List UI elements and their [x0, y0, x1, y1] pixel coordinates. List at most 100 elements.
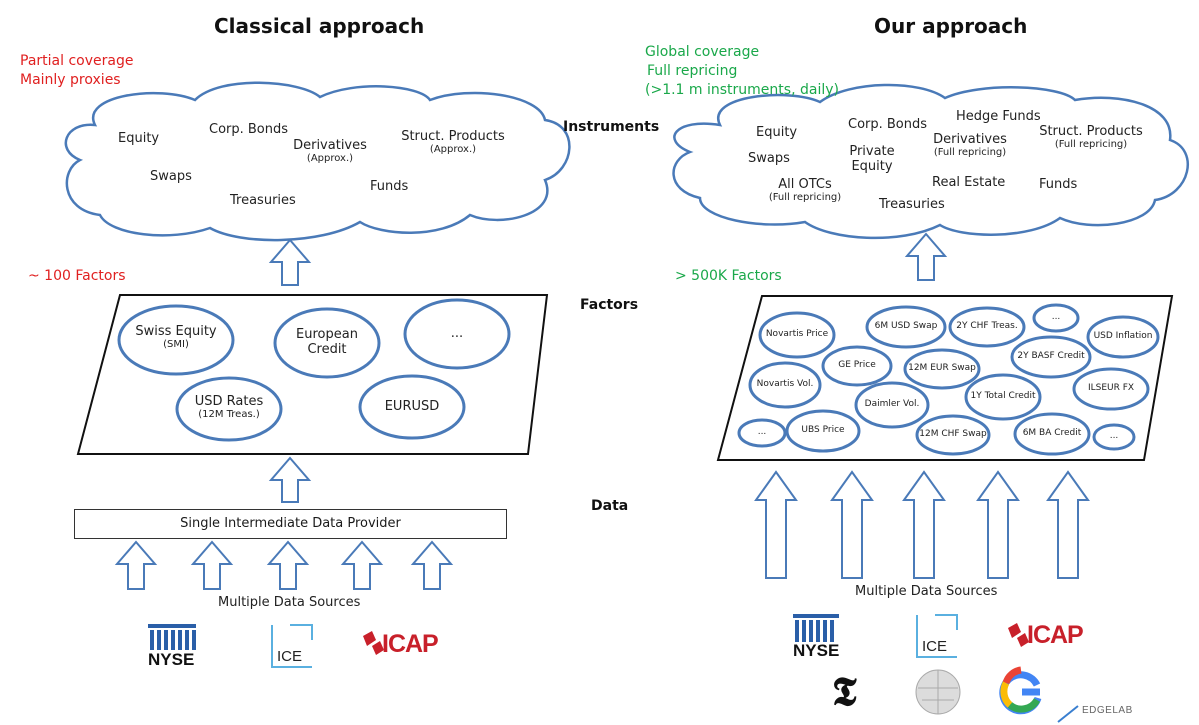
factor-dots-2: ... — [757, 427, 767, 437]
instrument-sublabel: (Approx.) — [429, 144, 477, 155]
factor-sublabel: (12M Treas.) — [198, 409, 260, 420]
icap-logo-left: ICAP — [382, 630, 439, 658]
factor-label-line: European — [296, 327, 358, 342]
instrument-sublabel: (Full repricing) — [1054, 139, 1128, 150]
factor-ellipse-dots-1 — [1032, 303, 1080, 333]
ice-logo-left-graphic — [271, 624, 313, 668]
factor-european-credit: European Credit — [275, 327, 379, 357]
ice-logo-left: ICE — [277, 648, 303, 665]
factor-ellipse-daimler-vol — [854, 381, 930, 429]
factor-2y-chf-treas: 2Y CHF Treas. — [956, 321, 1018, 331]
instrument-hedge-funds: Hedge Funds — [956, 109, 1041, 124]
instrument-label: All OTCs — [778, 177, 832, 192]
left-factors-count: ~ 100 Factors — [28, 268, 126, 284]
right-instruments-cloud — [672, 83, 1189, 240]
factor-ellipse-2y-basf-credit — [1010, 335, 1092, 379]
factor-ellipse-dots-3 — [1092, 423, 1136, 451]
factor-ellipse-swiss-equity — [117, 304, 235, 376]
factor-ellipse-2y-chf-treas — [948, 306, 1026, 348]
instrument-sublabel: (Full repricing) — [933, 147, 1007, 158]
factor-ellipse-novartis-vol — [748, 361, 822, 409]
instrument-corp-bonds: Corp. Bonds — [209, 122, 289, 137]
factor-label: USD Rates — [194, 394, 264, 409]
factor-ge-price: GE Price — [838, 360, 876, 370]
edgelab-logo: EDGELAB — [1082, 705, 1133, 716]
factor-swiss-equity: Swiss Equity (SMI) — [119, 324, 233, 350]
left-sources-label: Multiple Data Sources — [218, 595, 361, 610]
factor-ellipse-eurusd — [358, 374, 466, 440]
factor-daimler-vol: Daimler Vol. — [864, 399, 920, 409]
instrument-label-line: Equity — [851, 159, 893, 174]
edgelab-mark — [1057, 705, 1079, 723]
coverage-line: (>1.1 m instruments, daily) — [645, 82, 839, 98]
left-instruments-cloud — [64, 81, 571, 242]
left-coverage-note: Partial coverage Mainly proxies — [20, 52, 133, 90]
factor-6m-ba-credit: 6M BA Credit — [1022, 428, 1082, 438]
factor-usd-inflation: USD Inflation — [1093, 331, 1153, 341]
factor-ellipse-european-credit — [273, 307, 381, 379]
factor-ellipse-ge-price — [821, 345, 893, 387]
factor-ellipsis: ... — [450, 326, 464, 341]
instrument-sublabel: (Approx.) — [306, 153, 354, 164]
ice-logo-right: ICE — [922, 638, 948, 655]
ice-logo-right-graphic — [916, 614, 958, 658]
instrument-sublabel: (Full repricing) — [768, 192, 842, 203]
arrow-source-1 — [114, 540, 158, 590]
google-g-icon — [999, 666, 1042, 715]
factor-ellipse-6m-ba-credit — [1013, 412, 1091, 456]
factor-ellipse-1y-total-credit — [964, 373, 1042, 421]
factors-label: Factors — [580, 297, 639, 313]
factor-ellipse-dots-2 — [737, 418, 787, 448]
left-factors-plane — [76, 294, 549, 455]
factor-sublabel: (SMI) — [163, 339, 189, 350]
nyt-logo-icon: 𝕿 — [832, 668, 857, 715]
factor-label: Swiss Equity — [135, 324, 217, 339]
factor-ellipse-ilseur-fx — [1072, 367, 1150, 411]
arrow-source-2 — [190, 540, 234, 590]
factor-dots-3: ... — [1109, 431, 1119, 441]
instrument-equity: Equity — [118, 131, 160, 146]
factor-ellipse-usd-rates — [175, 376, 283, 442]
factor-ellipse-usd-inflation — [1086, 315, 1160, 359]
instrument-all-otcs: All OTCs (Full repricing) — [760, 177, 850, 203]
instrument-struct-products: Struct. Products (Approx.) — [393, 129, 513, 155]
factor-novartis-price: Novartis Price — [765, 329, 829, 339]
instrument-derivatives: Derivatives (Full repricing) — [925, 132, 1015, 158]
factor-ilseur-fx: ILSEUR FX — [1087, 383, 1135, 393]
instrument-equity: Equity — [756, 125, 798, 140]
factor-usd-rates: USD Rates (12M Treas.) — [177, 394, 281, 420]
instrument-label: Derivatives — [293, 138, 367, 153]
right-factors-plane — [716, 295, 1174, 461]
coverage-line: Global coverage — [645, 44, 760, 60]
left-title: Classical approach — [214, 14, 425, 38]
factor-12m-chf-swap: 12M CHF Swap — [919, 429, 987, 439]
coverage-line: Full repricing — [647, 63, 738, 79]
instrument-label: Struct. Products — [401, 129, 505, 144]
instrument-private-equity: Private Equity — [840, 144, 904, 174]
instrument-real-estate: Real Estate — [932, 175, 1006, 190]
arrow-right-source-3 — [902, 470, 946, 579]
instruments-label: Instruments — [563, 119, 660, 135]
factor-eurusd: EURUSD — [384, 399, 440, 414]
right-title: Our approach — [874, 14, 1028, 38]
arrow-source-4 — [340, 540, 384, 590]
wikipedia-globe-icon — [915, 669, 961, 715]
instrument-treasuries: Treasuries — [879, 197, 945, 212]
instrument-struct-products: Struct. Products (Full repricing) — [1030, 124, 1152, 150]
instrument-funds: Funds — [1039, 177, 1078, 192]
arrow-right-source-2 — [830, 470, 874, 579]
nyse-logo-right: NYSE — [793, 641, 840, 660]
factor-12m-eur-swap: 12M EUR Swap — [908, 363, 976, 373]
factor-6m-usd-swap: 6M USD Swap — [874, 321, 938, 331]
right-arrows — [754, 232, 1090, 579]
factor-2y-basf-credit: 2Y BASF Credit — [1017, 351, 1085, 361]
factor-ellipse-ubs-price — [785, 409, 861, 453]
factor-ellipse-6m-usd-swap — [865, 305, 947, 349]
arrow-right-factors-to-instruments — [904, 232, 948, 281]
instrument-funds: Funds — [370, 179, 409, 194]
factor-dots-1: ... — [1051, 312, 1061, 322]
right-coverage-note: Global coverage Full repricing (>1.1 m i… — [645, 43, 839, 100]
coverage-line: Mainly proxies — [20, 72, 121, 88]
nyse-logo-left: NYSE — [148, 650, 195, 669]
arrow-provider-to-factors — [268, 456, 312, 503]
